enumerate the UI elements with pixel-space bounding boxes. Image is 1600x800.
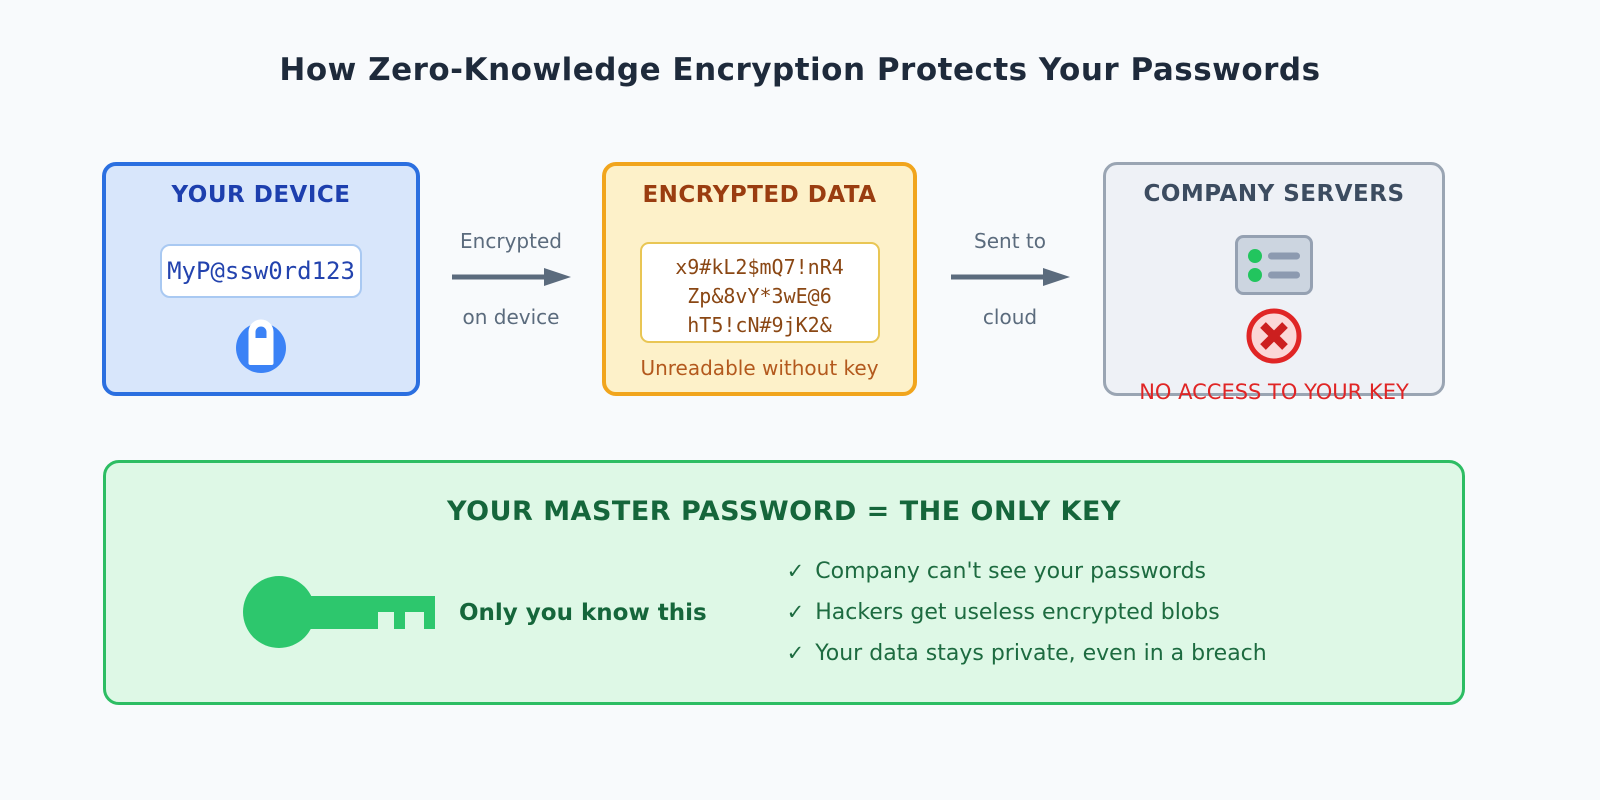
- key-row: Only you know this ✓ Company can't see y…: [106, 559, 1462, 666]
- benefit-item: ✓ Hackers get useless encrypted blobs: [787, 600, 1267, 625]
- arrow1-label-bottom: on device: [462, 305, 560, 329]
- encrypted-card: ENCRYPTED DATA x9#kL2$mQ7!nR4 Zp&8vY*3wE…: [602, 162, 917, 396]
- check-icon: ✓: [786, 559, 805, 583]
- arrow2-label-bottom: cloud: [982, 305, 1038, 329]
- cipher-line: hT5!cN#9jK2&: [687, 313, 832, 337]
- servers-card-title: COMPANY SERVERS: [1143, 181, 1405, 207]
- encrypted-caption: Unreadable without key: [640, 356, 879, 380]
- servers-card: COMPANY SERVERS NO ACCESS TO YOUR KEY: [1103, 162, 1445, 404]
- encrypted-card-title: ENCRYPTED DATA: [642, 182, 877, 208]
- arrow1-label-top: Encrypted: [460, 229, 562, 253]
- page-title: How Zero-Knowledge Encryption Protects Y…: [279, 52, 1321, 88]
- servers-caption: NO ACCESS TO YOUR KEY: [1139, 380, 1409, 404]
- arrow-right-icon: [949, 267, 1071, 291]
- check-icon: ✓: [786, 641, 805, 665]
- benefit-text: Hackers get useless encrypted blobs: [815, 600, 1220, 625]
- lock-icon: [106, 312, 416, 378]
- arrow-right-icon: [450, 267, 572, 291]
- device-card: YOUR DEVICE: [102, 162, 420, 396]
- flow-step-2: Sent to cloud: [917, 162, 1103, 396]
- benefit-text: Your data stays private, even in a breac…: [815, 641, 1267, 666]
- cipher-line: x9#kL2$mQ7!nR4: [675, 255, 844, 279]
- no-access-icon: [1106, 307, 1442, 369]
- arrow2-label-top: Sent to: [974, 229, 1046, 253]
- check-icon: ✓: [786, 600, 805, 624]
- benefit-item: ✓ Company can't see your passwords: [787, 559, 1267, 584]
- password-input[interactable]: [160, 244, 362, 298]
- key-label: Only you know this: [459, 599, 707, 626]
- cipher-box: x9#kL2$mQ7!nR4 Zp&8vY*3wE@6 hT5!cN#9jK2&: [639, 242, 880, 343]
- benefits-list: ✓ Company can't see your passwords ✓ Hac…: [787, 559, 1267, 666]
- device-card-title: YOUR DEVICE: [171, 182, 351, 208]
- master-panel-title: YOUR MASTER PASSWORD = THE ONLY KEY: [447, 496, 1121, 527]
- benefit-item: ✓ Your data stays private, even in a bre…: [787, 641, 1267, 666]
- benefit-text: Company can't see your passwords: [815, 559, 1207, 584]
- server-icon: [1106, 235, 1442, 299]
- key-icon: [242, 572, 437, 654]
- flow-step-1: Encrypted on device: [420, 162, 602, 396]
- master-key-panel: YOUR MASTER PASSWORD = THE ONLY KEY Only…: [103, 460, 1465, 705]
- cipher-line: Zp&8vY*3wE@6: [687, 284, 832, 308]
